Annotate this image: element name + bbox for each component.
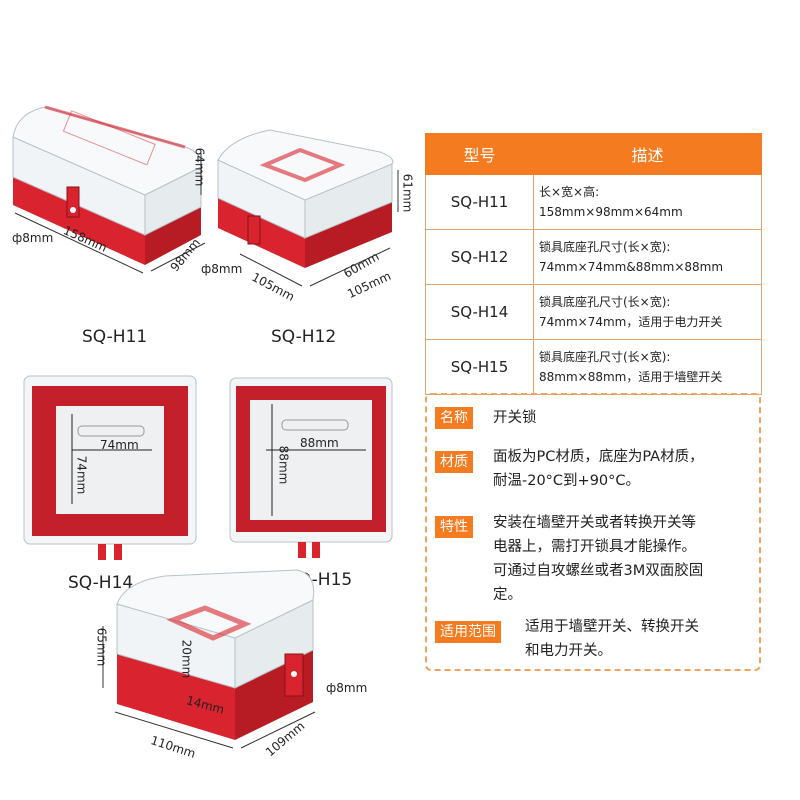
- scope-tag: 适用范围: [435, 621, 501, 643]
- h12-hole-label: ф8mm: [201, 262, 243, 276]
- material-line1: 面板为PC材质，底座为PA材质，: [493, 449, 704, 465]
- scope-line1: 适用于墙壁开关、转换开关: [525, 619, 699, 635]
- table-row: SQ-H14 锁具底座孔尺寸(长×宽): 74mm×74mm，适用于电力开关: [425, 284, 762, 340]
- name-tag: 名称: [435, 407, 473, 429]
- h14-caption: SQ-H14: [68, 573, 134, 593]
- row-desc-line2: 158mm×98mm×64mm: [539, 205, 683, 219]
- row-desc-line1: 锁具底座孔尺寸(长×宽):: [539, 350, 671, 364]
- h11-hole-label: ф8mm: [12, 231, 54, 245]
- row-desc-line1: 长×宽×高:: [539, 185, 600, 199]
- product-image-h14: [20, 368, 200, 563]
- row-model: SQ-H15: [425, 339, 534, 395]
- table-row: SQ-H12 锁具底座孔尺寸(长×宽): 74mm×74mm&88mm×88mm: [425, 229, 762, 285]
- product-image-h12: [210, 120, 410, 310]
- feature-line4: 定。: [493, 587, 522, 603]
- table-row: SQ-H15 锁具底座孔尺寸(长×宽): 88mm×88mm，适用于墙壁开关: [425, 339, 762, 395]
- row-description: 长×宽×高: 158mm×98mm×64mm: [533, 174, 762, 230]
- h15-width-label: 88mm: [300, 436, 339, 450]
- info-panel: 名称 开关锁 材质 面板为PC材质，底座为PA材质， 耐温-20°C到+90°C…: [425, 393, 761, 671]
- table-row: SQ-H11 长×宽×高: 158mm×98mm×64mm: [425, 174, 762, 230]
- scope-line2: 和电力开关。: [525, 643, 612, 659]
- h14-width-label: 74mm: [100, 438, 139, 452]
- spec-table: 型号 描述 SQ-H11 长×宽×高: 158mm×98mm×64mm SQ-H1…: [425, 133, 762, 395]
- row-desc-line2: 74mm×74mm&88mm×88mm: [539, 260, 724, 274]
- bottom-hole-label: ф8mm: [326, 681, 368, 695]
- product-image-h15: [226, 372, 396, 562]
- feature-tag: 特性: [435, 516, 473, 538]
- header-model: 型号: [425, 133, 534, 175]
- row-desc-line1: 锁具底座孔尺寸(长×宽):: [539, 240, 671, 254]
- material-line2: 耐温-20°C到+90°C。: [493, 473, 641, 489]
- h12-height-label: 61mm: [400, 173, 415, 213]
- feature-line1: 安装在墙壁开关或者转换开关等: [493, 515, 696, 531]
- bottom-inner-label: 20mm: [179, 639, 194, 679]
- bottom-height-label: 65mm: [94, 627, 109, 667]
- product-image-h11: [5, 95, 220, 285]
- feature-line2: 电器上，需打开锁具才能操作。: [493, 539, 696, 555]
- row-model: SQ-H12: [425, 229, 534, 285]
- row-description: 锁具底座孔尺寸(长×宽): 74mm×74mm&88mm×88mm: [533, 229, 762, 285]
- material-tag: 材质: [435, 451, 473, 473]
- row-model: SQ-H11: [425, 174, 534, 230]
- h14-height-label: 74mm: [74, 455, 89, 495]
- h15-height-label: 88mm: [276, 445, 291, 485]
- product-image-bottom: [85, 562, 335, 792]
- name-value: 开关锁: [493, 410, 537, 426]
- h12-caption: SQ-H12: [271, 327, 337, 347]
- row-description: 锁具底座孔尺寸(长×宽): 88mm×88mm，适用于墙壁开关: [533, 339, 762, 395]
- row-description: 锁具底座孔尺寸(长×宽): 74mm×74mm，适用于电力开关: [533, 284, 762, 340]
- feature-line3: 可通过自攻螺丝或者3M双面胶固: [493, 563, 704, 579]
- header-description: 描述: [533, 133, 762, 175]
- h11-height-label: 64mm: [192, 147, 207, 187]
- row-model: SQ-H14: [425, 284, 534, 340]
- row-desc-line2: 74mm×74mm，适用于电力开关: [539, 315, 723, 329]
- h11-caption: SQ-H11: [82, 327, 148, 347]
- row-desc-line2: 88mm×88mm，适用于墙壁开关: [539, 370, 723, 384]
- row-desc-line1: 锁具底座孔尺寸(长×宽):: [539, 295, 671, 309]
- spec-table-header: 型号 描述: [425, 133, 762, 175]
